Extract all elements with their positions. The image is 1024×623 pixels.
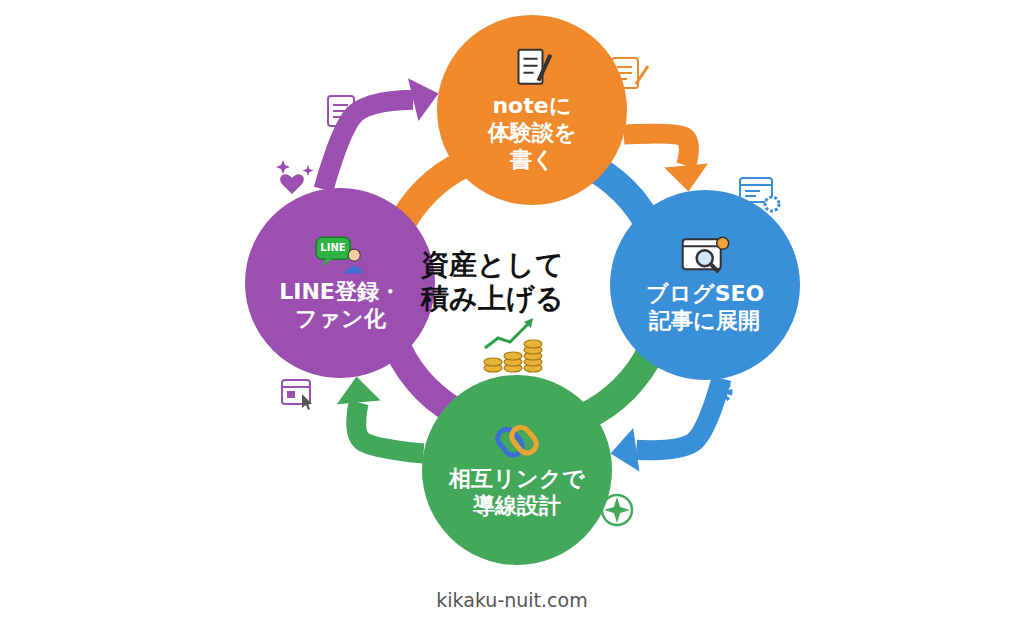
cycle-arrow — [324, 78, 439, 189]
node-content: 相互リンクで 導線設計 — [449, 420, 585, 520]
arrow-head — [664, 164, 708, 192]
arrow-head — [408, 78, 439, 121]
watermark: kikaku-nuit.com — [436, 589, 587, 611]
node-label: noteに 体験談を 書く — [485, 93, 580, 173]
process-circle: noteに 体験談を 書く — [437, 15, 627, 205]
arrow-shaft — [624, 134, 689, 166]
heart-icon — [276, 160, 314, 194]
arrow-head — [611, 428, 640, 472]
node-label: 相互リンクで 導線設計 — [449, 466, 585, 520]
node-content: ブログSEO 記事に展開 — [646, 235, 765, 335]
arrow-shaft — [324, 100, 414, 190]
cycle-arrow — [611, 379, 722, 472]
arrow-head — [337, 377, 381, 405]
node-label: ブログSEO 記事に展開 — [646, 281, 765, 335]
node-content: noteに 体験談を 書く — [485, 47, 580, 173]
arrow-shaft — [636, 379, 721, 451]
node-content: LINE LINE登録・ ファン化 — [279, 233, 401, 333]
arrow-shaft — [356, 402, 423, 453]
process-circle: LINE LINE登録・ ファン化 — [245, 188, 435, 378]
node-icon — [487, 420, 547, 462]
process-circle: 相互リンクで 導線設計 — [422, 375, 612, 565]
cycle-arrow — [337, 377, 424, 454]
browser-icon — [282, 380, 312, 410]
node-icon — [675, 235, 735, 277]
coins-chart — [484, 318, 542, 372]
node-icon — [502, 47, 562, 89]
cycle-arrow — [624, 134, 708, 192]
line-logo-text: LINE — [320, 243, 345, 253]
node-label: LINE登録・ ファン化 — [279, 279, 401, 333]
process-circle: ブログSEO 記事に展開 — [610, 190, 800, 380]
center-label: 資産として 積み上げる — [407, 248, 577, 315]
node-icon: LINE — [310, 233, 370, 275]
